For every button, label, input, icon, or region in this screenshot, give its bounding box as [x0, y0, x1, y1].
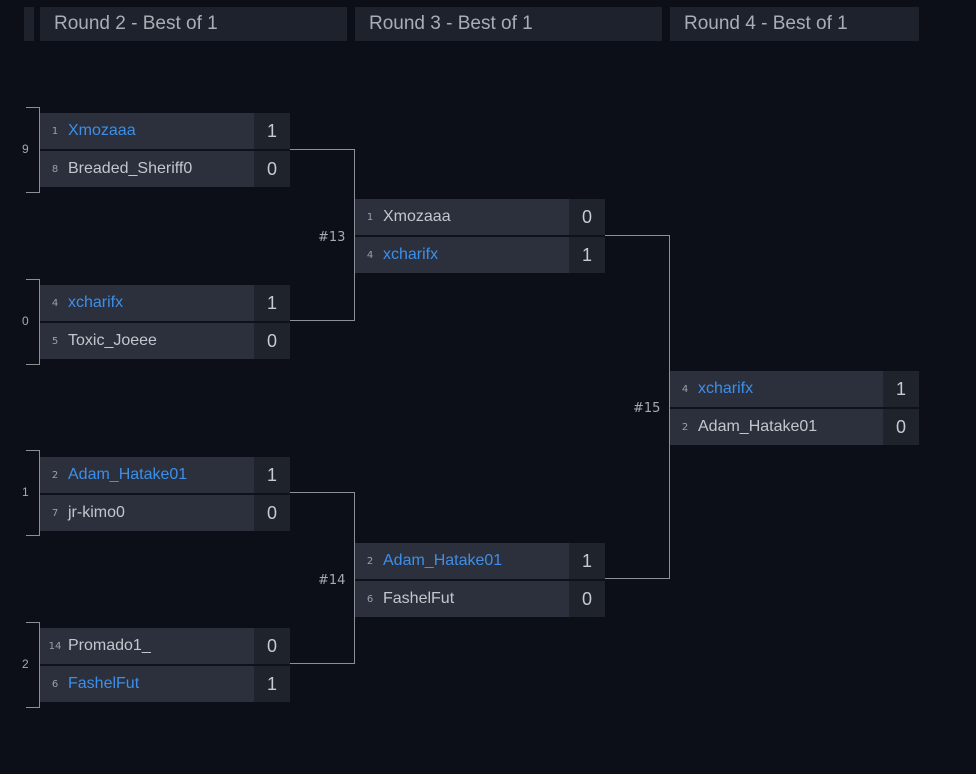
score: 1 — [254, 285, 290, 321]
seed: 6 — [366, 593, 374, 605]
team-name[interactable]: xcharifx — [698, 380, 754, 397]
team-name[interactable]: Adam_Hatake01 — [698, 418, 818, 435]
team-name[interactable]: xcharifx — [68, 294, 124, 311]
match-id-13: #13 — [318, 230, 346, 245]
match-r2m2-team-a[interactable]: 4 xcharifx 1 — [40, 285, 290, 321]
score: 1 — [254, 113, 290, 149]
round-4-header: Round 4 - Best of 1 — [670, 7, 919, 41]
score: 0 — [254, 323, 290, 359]
score: 1 — [254, 457, 290, 493]
match-r3m1-team-b[interactable]: 4 xcharifx 1 — [355, 237, 605, 273]
connector-line — [669, 235, 670, 579]
team-name[interactable]: FashelFut — [68, 675, 140, 692]
round-3-header: Round 3 - Best of 1 — [355, 7, 662, 41]
team-name[interactable]: Toxic_Joeee — [68, 332, 157, 349]
match-r2m1-team-a[interactable]: 1 Xmozaaa 1 — [40, 113, 290, 149]
match-r3m1-team-a[interactable]: 1 Xmozaaa 0 — [355, 199, 605, 235]
round-1-connector — [26, 107, 40, 193]
divider — [40, 321, 290, 323]
team-name[interactable]: Promado1_ — [68, 637, 151, 654]
match-r2m3-team-a[interactable]: 2 Adam_Hatake01 1 — [40, 457, 290, 493]
connector-line — [290, 663, 355, 664]
team-name[interactable]: FashelFut — [383, 590, 455, 607]
divider — [670, 407, 919, 409]
match-r2m3-team-b[interactable]: 7 jr-kimo0 0 — [40, 495, 290, 531]
score: 1 — [254, 666, 290, 702]
previous-round-header — [24, 7, 34, 41]
divider — [40, 149, 290, 151]
seed: 7 — [51, 507, 59, 519]
match-r2m1-team-b[interactable]: 8 Breaded_Sheriff0 0 — [40, 151, 290, 187]
connector-line — [290, 492, 355, 493]
seed: 14 — [48, 640, 62, 652]
round-1-glyph: 0 — [22, 314, 29, 328]
match-id-14: #14 — [318, 573, 346, 588]
score: 0 — [254, 628, 290, 664]
seed: 5 — [51, 335, 59, 347]
connector-line — [290, 320, 355, 321]
seed: 2 — [366, 555, 374, 567]
match-r2m4-team-a[interactable]: 14 Promado1_ 0 — [40, 628, 290, 664]
connector-line — [604, 235, 670, 236]
seed: 4 — [51, 297, 59, 309]
seed: 4 — [681, 383, 689, 395]
team-name[interactable]: Xmozaaa — [383, 208, 451, 225]
seed: 8 — [51, 163, 59, 175]
score: 1 — [883, 371, 919, 407]
connector-line — [604, 578, 670, 579]
seed: 4 — [366, 249, 374, 261]
divider — [40, 493, 290, 495]
match-r3m2-team-b[interactable]: 6 FashelFut 0 — [355, 581, 605, 617]
seed: 1 — [51, 125, 59, 137]
match-r2m2-team-b[interactable]: 5 Toxic_Joeee 0 — [40, 323, 290, 359]
score: 0 — [254, 151, 290, 187]
team-name[interactable]: Adam_Hatake01 — [383, 552, 503, 569]
match-r4m1-team-a[interactable]: 4 xcharifx 1 — [670, 371, 919, 407]
score: 0 — [254, 495, 290, 531]
divider — [40, 664, 290, 666]
score: 1 — [569, 237, 605, 273]
score: 0 — [569, 199, 605, 235]
seed: 2 — [681, 421, 689, 433]
team-name[interactable]: Breaded_Sheriff0 — [68, 160, 193, 177]
divider — [355, 579, 605, 581]
divider — [355, 235, 605, 237]
match-r3m2-team-a[interactable]: 2 Adam_Hatake01 1 — [355, 543, 605, 579]
score: 0 — [883, 409, 919, 445]
seed: 1 — [366, 211, 374, 223]
connector-line — [354, 149, 355, 321]
team-name[interactable]: xcharifx — [383, 246, 439, 263]
team-name[interactable]: jr-kimo0 — [68, 504, 125, 521]
team-name[interactable]: Adam_Hatake01 — [68, 466, 188, 483]
match-r4m1-team-b[interactable]: 2 Adam_Hatake01 0 — [670, 409, 919, 445]
round-1-connector — [26, 279, 40, 365]
round-1-connector — [26, 450, 40, 536]
round-1-connector — [26, 622, 40, 708]
match-id-15: #15 — [633, 401, 661, 416]
round-1-glyph: 1 — [22, 485, 29, 499]
connector-line — [290, 149, 355, 150]
team-name[interactable]: Xmozaaa — [68, 122, 136, 139]
seed: 6 — [51, 678, 59, 690]
seed: 2 — [51, 469, 59, 481]
connector-line — [354, 492, 355, 664]
score: 1 — [569, 543, 605, 579]
round-1-glyph: 9 — [22, 142, 29, 156]
match-r2m4-team-b[interactable]: 6 FashelFut 1 — [40, 666, 290, 702]
round-1-glyph: 2 — [22, 657, 29, 671]
round-2-header: Round 2 - Best of 1 — [40, 7, 347, 41]
score: 0 — [569, 581, 605, 617]
